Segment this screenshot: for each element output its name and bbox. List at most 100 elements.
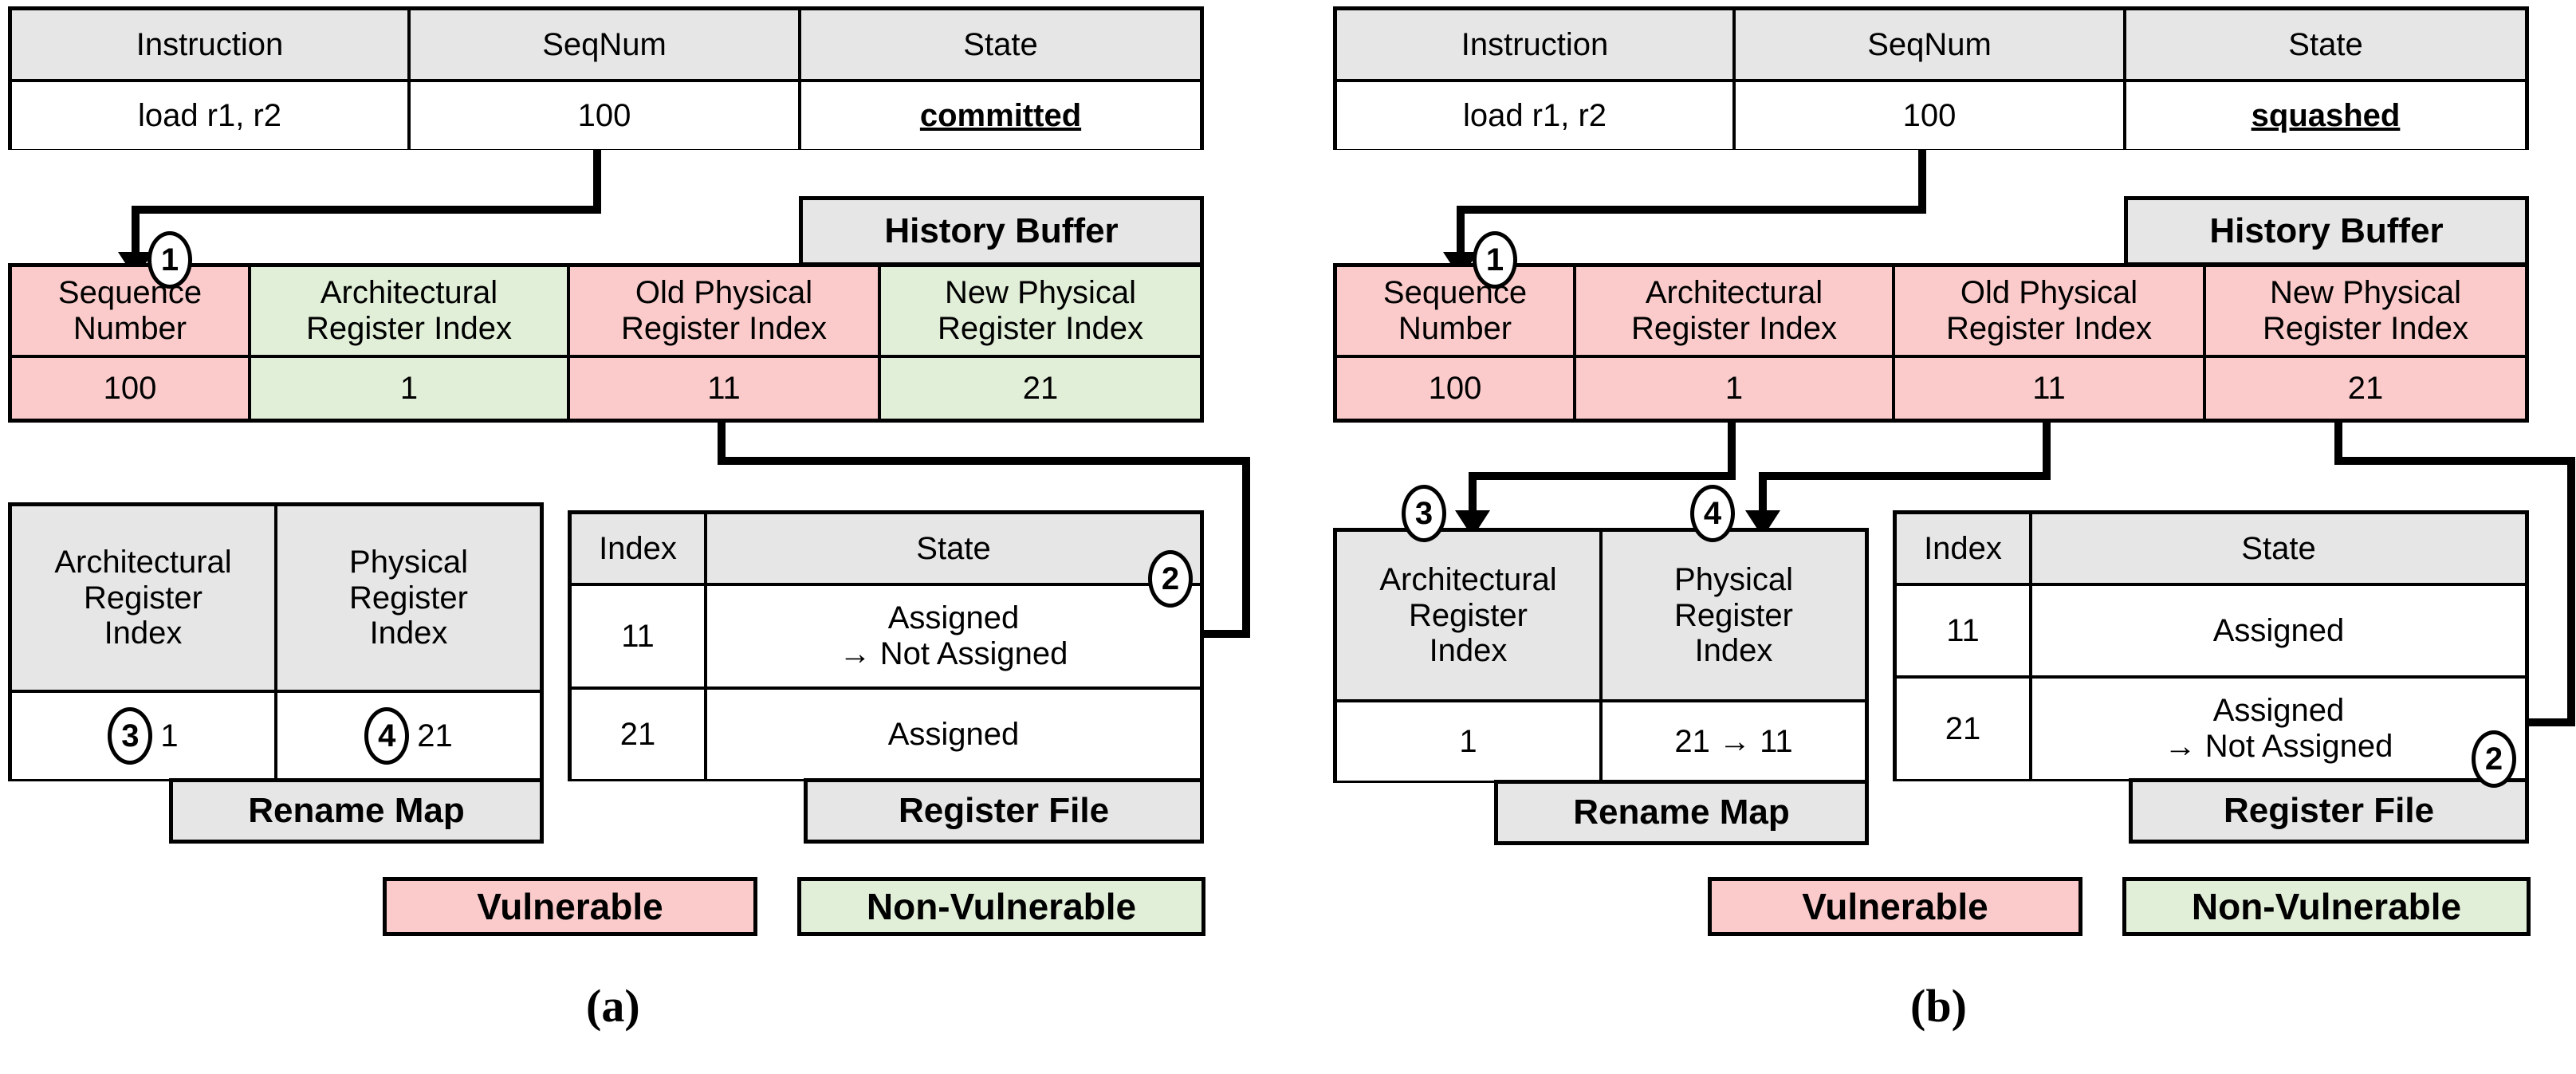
- history-buffer-table-a: Sequence Number Architectural Register I…: [8, 263, 1204, 423]
- cell-value: 1: [160, 718, 179, 753]
- connector-segment: [2043, 423, 2051, 480]
- connector-segment: [1457, 206, 1465, 255]
- connector-segment: [1918, 150, 1926, 214]
- register-file-table-a: Index State 11 Assigned → Not Assigned 2…: [568, 510, 1204, 781]
- cell-seqnum: 100: [1736, 82, 2126, 149]
- cell-old-phys-register-index: 11: [1895, 358, 2206, 419]
- col-header-arch-register-index: Architectural Register Index: [251, 267, 570, 355]
- rename-map-table-a: Architectural Register Index Physical Re…: [8, 502, 544, 781]
- legend-chip-vulnerable-b: Vulnerable: [1708, 877, 2082, 936]
- history-buffer-title-b: History Buffer: [2124, 196, 2529, 266]
- connector-segment: [2567, 457, 2575, 726]
- col-header-phys-register-index: Physical Register Index: [277, 506, 540, 690]
- cell-state: Assigned → Not Assigned: [2032, 679, 2525, 779]
- connector-segment: [593, 150, 601, 214]
- legend-chip-vulnerable-a: Vulnerable: [383, 877, 757, 936]
- connector-segment: [132, 206, 601, 214]
- col-header-sequence-number: Sequence Number: [1337, 267, 1576, 355]
- step-badge-1-b: 1: [1473, 231, 1517, 289]
- instruction-table-b: Instruction SeqNum State load r1, r2 100…: [1333, 6, 2529, 150]
- connector-segment: [1759, 472, 2051, 480]
- legend-chip-non-vulnerable-a: Non-Vulnerable: [797, 877, 1205, 936]
- register-file-title-a: Register File: [804, 778, 1204, 844]
- cell-new-phys-register-index: 21: [2206, 358, 2525, 419]
- connector-segment: [1242, 457, 1250, 638]
- instruction-table-a: Instruction SeqNum State load r1, r2 100…: [8, 6, 1204, 150]
- connector-segment: [718, 423, 726, 464]
- cell-state: Assigned: [2032, 586, 2525, 675]
- col-header-sequence-number: Sequence Number: [12, 267, 251, 355]
- col-header-phys-register-index: Physical Register Index: [1603, 532, 1865, 699]
- rename-map-title-a: Rename Map: [169, 778, 544, 844]
- col-header-instruction: Instruction: [1337, 10, 1736, 79]
- col-header-index: Index: [572, 514, 707, 583]
- cell-arch-register-index: 1: [1337, 702, 1603, 781]
- table-row: 11 Assigned: [1897, 583, 2525, 675]
- cell-value: 21: [417, 718, 453, 753]
- col-header-arch-register-index: Architectural Register Index: [12, 506, 277, 690]
- cell-index: 11: [572, 586, 707, 686]
- connector-segment: [132, 206, 140, 255]
- step-badge-1-a: 1: [147, 231, 192, 289]
- connector-segment: [1469, 472, 1477, 513]
- connector-segment: [1728, 423, 1736, 480]
- table-header-row: Instruction SeqNum State: [12, 10, 1200, 79]
- col-header-instruction: Instruction: [12, 10, 411, 79]
- table-row: 21 Assigned → Not Assigned: [1897, 675, 2525, 779]
- cell-index: 21: [572, 690, 707, 779]
- rename-map-table-b: Architectural Register Index Physical Re…: [1333, 528, 1869, 783]
- register-file-table-b: Index State 11 Assigned 21 Assigned → No…: [1893, 510, 2529, 781]
- col-header-arch-register-index: Architectural Register Index: [1337, 532, 1603, 699]
- connector-segment: [1469, 472, 1736, 480]
- connector-segment: [2518, 718, 2575, 726]
- col-header-state: State: [707, 514, 1200, 583]
- connector-segment: [1193, 630, 1250, 638]
- table-row: 21 Assigned: [572, 686, 1200, 779]
- cell-arch-register-index: 1: [1576, 358, 1895, 419]
- cell-sequence-number: 100: [1337, 358, 1576, 419]
- connector-segment: [1457, 206, 1926, 214]
- table-header-row: Index State: [572, 514, 1200, 583]
- table-header-row: Sequence Number Architectural Register I…: [12, 267, 1200, 355]
- cell-sequence-number: 100: [12, 358, 251, 419]
- col-header-old-phys-register-index: Old Physical Register Index: [570, 267, 881, 355]
- panel-letter-b: (b): [1910, 980, 1967, 1032]
- table-header-row: Instruction SeqNum State: [1337, 10, 2525, 79]
- table-row: 11 Assigned → Not Assigned: [572, 583, 1200, 686]
- connector-segment: [2334, 457, 2575, 465]
- cell-phys-register-index: 21 → 11: [1603, 702, 1865, 781]
- col-header-seqnum: SeqNum: [411, 10, 801, 79]
- connector-segment: [718, 457, 1250, 465]
- step-badge-4-b: 4: [1690, 485, 1735, 542]
- table-row: load r1, r2 100 squashed: [1337, 79, 2525, 149]
- history-buffer-table-b: Sequence Number Architectural Register I…: [1333, 263, 2529, 423]
- col-header-state: State: [801, 10, 1200, 79]
- col-header-state: State: [2032, 514, 2525, 583]
- connector-segment: [2334, 423, 2342, 464]
- cell-index: 11: [1897, 586, 2032, 675]
- step-badge-4-a: 4: [364, 707, 410, 765]
- cell-seqnum: 100: [411, 82, 801, 149]
- cell-state: squashed: [2126, 82, 2525, 149]
- table-header-row: Architectural Register Index Physical Re…: [1337, 532, 1865, 699]
- table-header-row: Index State: [1897, 514, 2525, 583]
- table-header-row: Architectural Register Index Physical Re…: [12, 506, 540, 690]
- rename-map-title-b: Rename Map: [1494, 780, 1869, 845]
- history-buffer-title-a: History Buffer: [799, 196, 1204, 266]
- connector-segment: [1759, 472, 1767, 513]
- legend-chip-non-vulnerable-b: Non-Vulnerable: [2122, 877, 2531, 936]
- table-row: load r1, r2 100 committed: [12, 79, 1200, 149]
- register-file-title-b: Register File: [2129, 778, 2529, 844]
- cell-instruction: load r1, r2: [1337, 82, 1736, 149]
- step-badge-3-b: 3: [1402, 485, 1446, 542]
- table-row: 1 21 → 11: [1337, 699, 1865, 781]
- cell-state: Assigned: [707, 690, 1200, 779]
- col-header-new-phys-register-index: New Physical Register Index: [2206, 267, 2525, 355]
- cell-state: committed: [801, 82, 1200, 149]
- step-badge-2-a: 2: [1148, 550, 1193, 608]
- col-header-old-phys-register-index: Old Physical Register Index: [1895, 267, 2206, 355]
